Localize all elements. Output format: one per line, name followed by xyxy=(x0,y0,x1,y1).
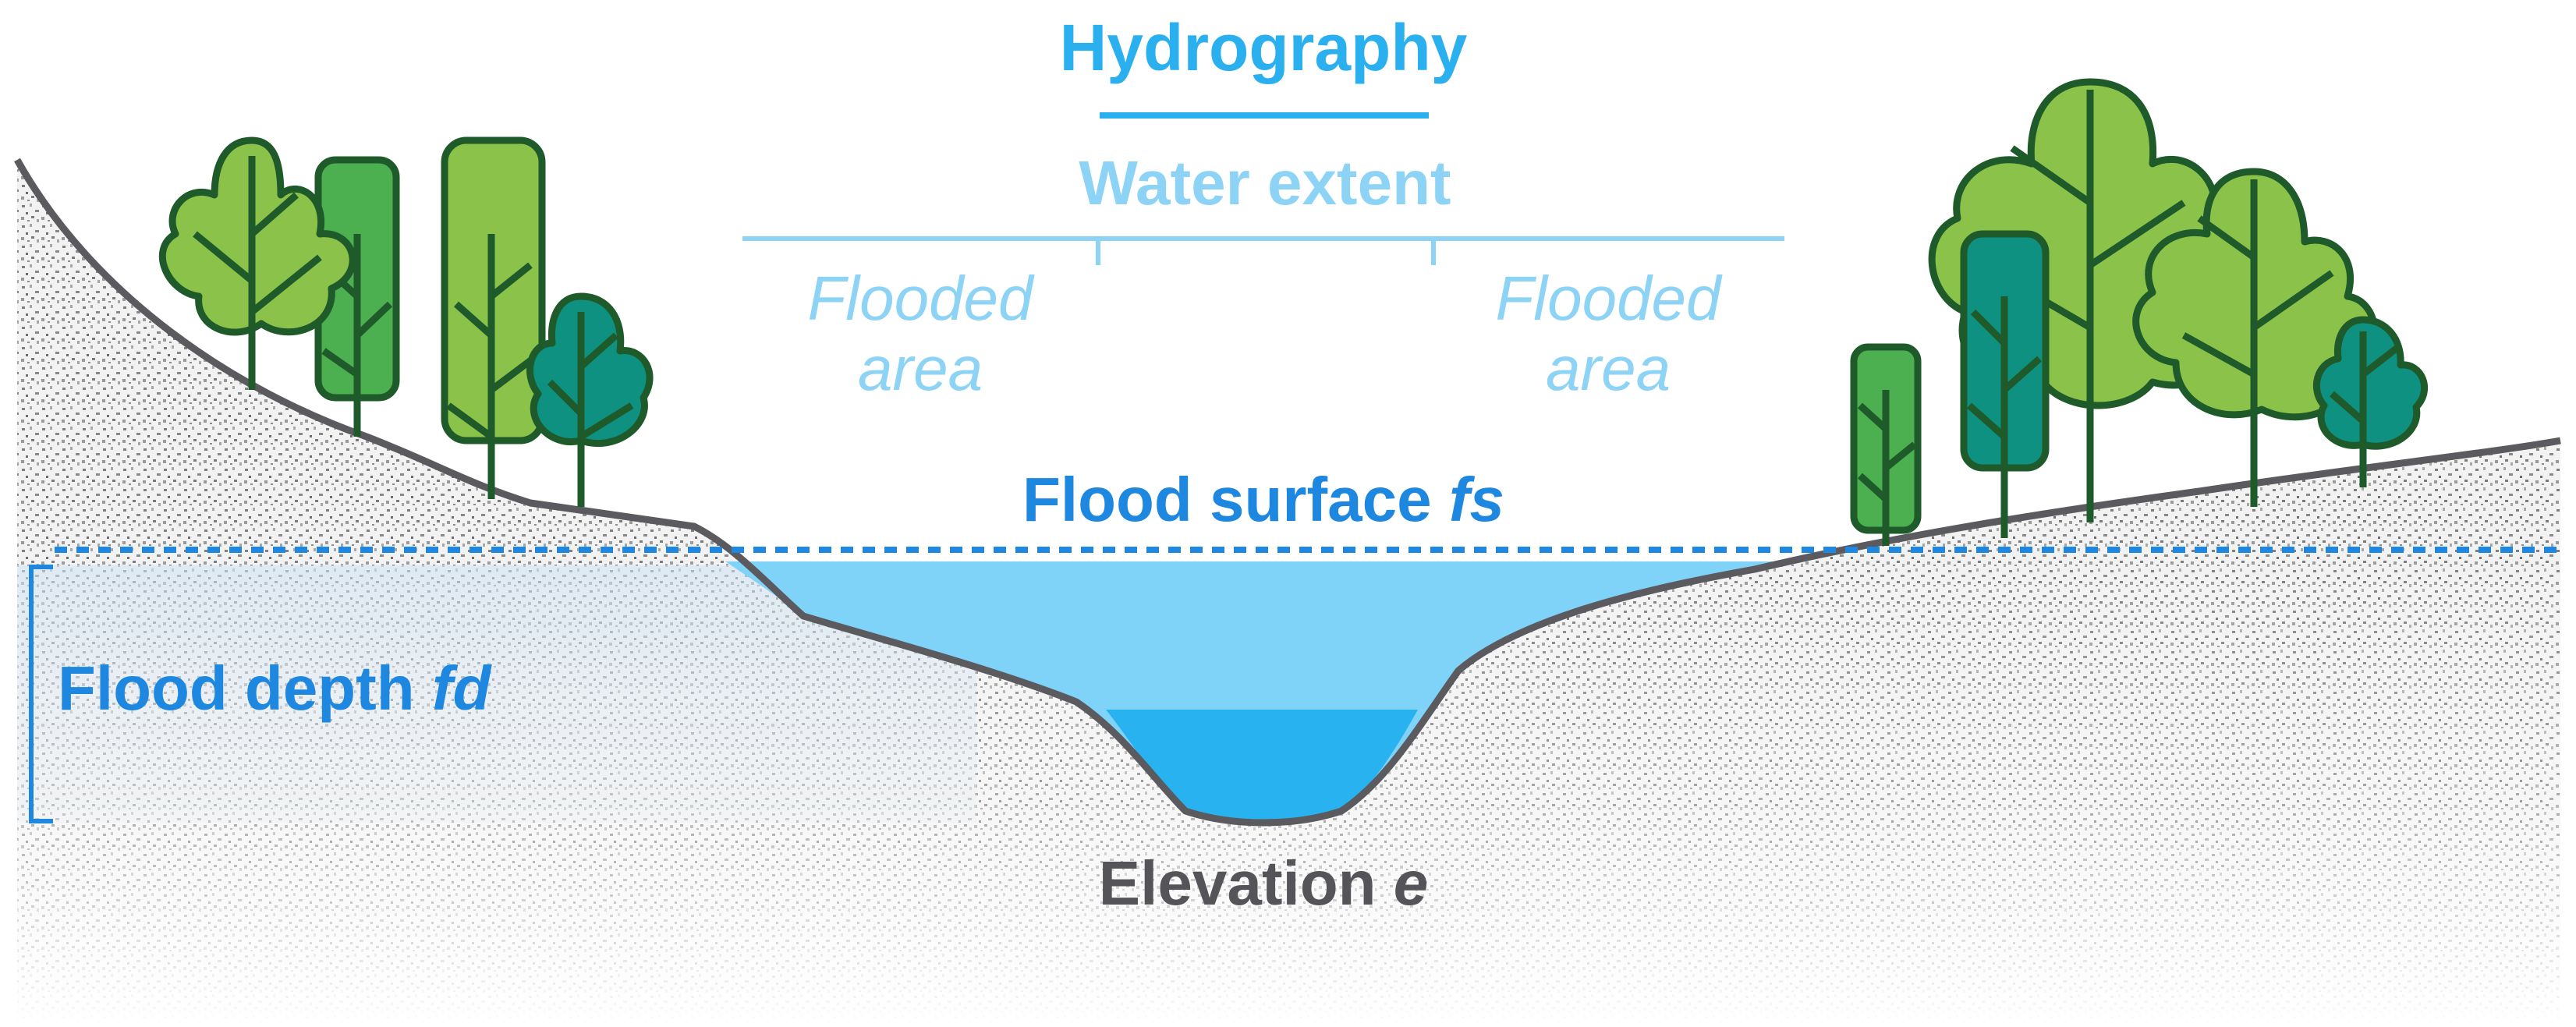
tree-icon xyxy=(158,136,356,390)
svg-text:Flooded: Flooded xyxy=(1495,264,1723,333)
flooded-area-right-label: Flooded area xyxy=(1495,264,1723,403)
tree-icon xyxy=(2132,168,2379,507)
elevation-label: Elevation e xyxy=(1099,848,1428,918)
flood-surface-label: Flood surface fs xyxy=(1022,465,1504,534)
tree-icon xyxy=(2312,316,2428,487)
water-deep xyxy=(1106,710,1418,823)
hydrography-label: Hydrography xyxy=(1060,11,1468,84)
flood-depth-label: Flood depth fd xyxy=(58,653,493,723)
tree-icon xyxy=(1850,343,1922,546)
tree-icon xyxy=(1960,230,2050,538)
flood-depth-bracket xyxy=(29,565,53,823)
flooded-area-left-label: Flooded area xyxy=(807,264,1035,403)
svg-text:Flooded: Flooded xyxy=(807,264,1035,333)
svg-text:area: area xyxy=(858,334,983,403)
water-extent-bracket xyxy=(742,236,1784,265)
tree-icon xyxy=(526,292,654,507)
tree-icon xyxy=(441,136,546,499)
water-extent-label: Water extent xyxy=(1079,148,1451,218)
svg-text:area: area xyxy=(1546,334,1671,403)
